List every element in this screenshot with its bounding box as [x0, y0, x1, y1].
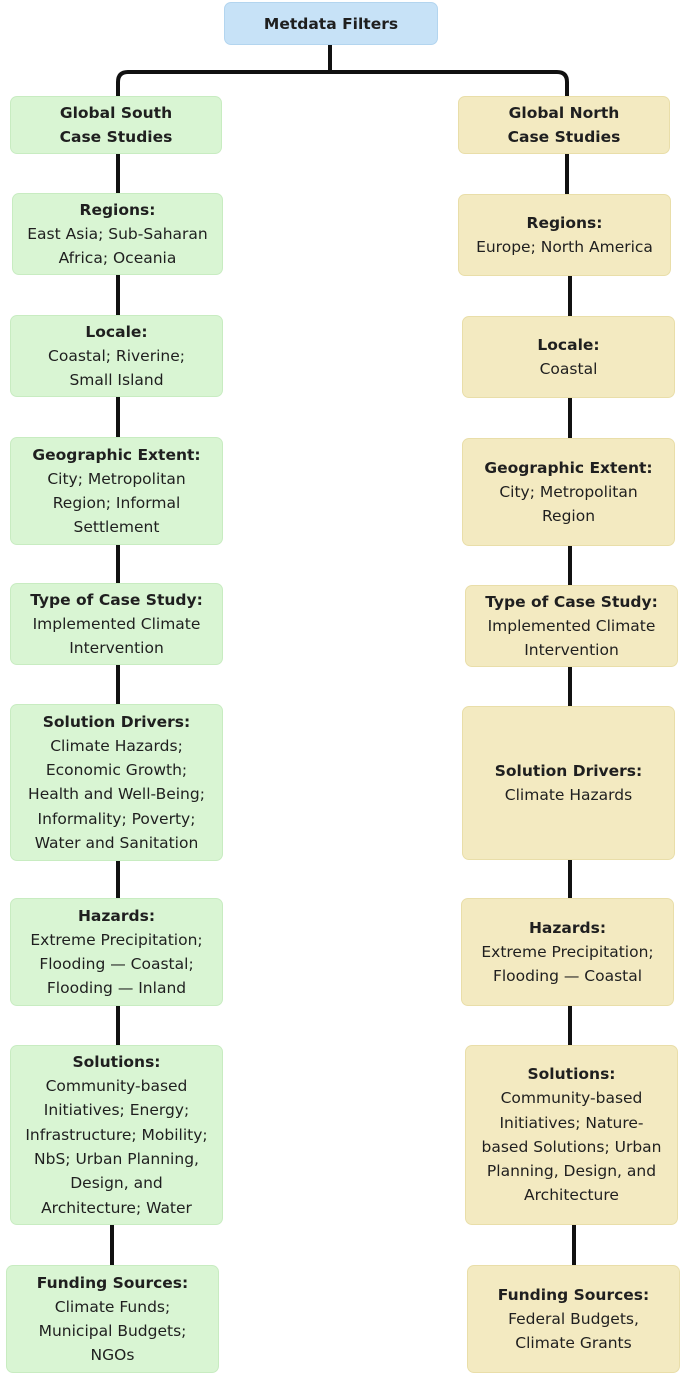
south-filter-value-line: Initiatives; Energy;	[43, 1101, 190, 1120]
south-filter-node: Locale: Coastal; Riverine; Small Island	[10, 315, 223, 397]
south-filter-value-line: Flooding — Inland	[46, 979, 187, 998]
north-filter-value-line: Europe; North America	[476, 237, 653, 256]
south-filter-value-line: Flooding — Coastal;	[39, 954, 194, 973]
north-filter-value-line: Community-based	[500, 1089, 643, 1108]
north-filter-value-line: Intervention	[524, 641, 619, 659]
south-filter-value-line: Africa; Oceania	[58, 249, 177, 267]
south-filter-value-line: Architecture; Water	[41, 1198, 192, 1217]
south-header-line2: Case Studies	[59, 128, 173, 146]
north-filter-title: Locale:	[537, 335, 600, 354]
south-filter-value-line: Climate Hazards;	[50, 736, 183, 755]
north-header-line2: Case Studies	[507, 128, 621, 146]
south-filter-value-line: Economic Growth;	[45, 761, 188, 780]
south-filter-value-line: Intervention	[69, 639, 164, 657]
south-filter-node: Funding Sources: Climate Funds; Municipal …	[6, 1265, 219, 1373]
south-filter-value-line: Extreme Precipitation;	[30, 930, 203, 949]
north-filter-title: Regions:	[526, 213, 603, 232]
south-filter-title: Solutions:	[72, 1053, 161, 1072]
south-filter-value-line: Region; Informal	[52, 493, 181, 512]
south-filter-node: Hazards: Extreme Precipitation; Flooding —…	[10, 898, 223, 1006]
south-filter-node: Solution Drivers: Climate Hazards; Economi…	[10, 704, 223, 861]
north-filter-node: Hazards: Extreme Precipitation; Flooding —…	[461, 898, 674, 1006]
south-filter-title: Hazards:	[77, 906, 156, 925]
north-filter-value-line: Initiatives; Nature-	[499, 1113, 644, 1132]
north-filter-node: Funding Sources: Federal Budgets, Climate …	[467, 1265, 680, 1373]
north-filter-value-line: Flooding — Coastal	[492, 967, 643, 985]
north-filter-value-line: Federal Budgets,	[508, 1309, 639, 1328]
south-filter-value-line: Water and Sanitation	[34, 833, 199, 852]
north-filter-value-line: Architecture	[524, 1186, 619, 1205]
south-filter-value-line: Community-based	[45, 1077, 188, 1096]
north-filter-node: Regions: Europe; North America	[458, 194, 671, 276]
north-filter-title: Solution Drivers:	[494, 761, 643, 780]
north-filter-value-line: Planning, Design, and	[486, 1162, 657, 1181]
north-filter-title: Funding Sources:	[497, 1285, 650, 1304]
south-filter-value-line: Design, and	[70, 1174, 163, 1193]
north-header-line1: Global North	[508, 104, 620, 122]
south-filter-value-line: Municipal Budgets;	[38, 1321, 187, 1340]
south-filter-title: Locale:	[85, 322, 148, 341]
north-filter-value-line: Region	[541, 507, 596, 525]
south-filter-value-line: NGOs	[90, 1346, 135, 1365]
north-filter-value-line: Climate Hazards	[504, 785, 633, 804]
north-filter-value-line: Extreme Precipitation;	[481, 942, 654, 961]
south-filter-value-line: Settlement	[73, 518, 160, 537]
north-filter-value-line: Implemented Climate	[487, 616, 656, 635]
south-filter-value-line: NbS; Urban Planning,	[34, 1150, 199, 1168]
north-filter-value-line: City; Metropolitan	[499, 482, 638, 501]
south-filter-value-line: City; Metropolitan	[47, 469, 186, 488]
north-filter-value-line: Climate Grants	[515, 1334, 632, 1352]
north-filter-title: Type of Case Study:	[485, 592, 658, 611]
south-filter-title: Regions:	[79, 200, 156, 219]
south-filter-value-line: Health and Well-Being;	[28, 785, 205, 804]
north-filter-title: Solutions:	[527, 1065, 616, 1084]
north-filter-node: Solution Drivers: Climate Hazards	[462, 706, 675, 860]
south-filter-title: Geographic Extent:	[32, 445, 201, 464]
south-filter-value-line: Climate Funds;	[54, 1297, 171, 1316]
south-filter-value-line: East Asia; Sub-Saharan	[27, 224, 208, 243]
north-filter-title: Hazards:	[528, 918, 607, 937]
south-filter-title: Solution Drivers:	[42, 712, 191, 731]
south-filter-value-line: Coastal; Riverine;	[48, 346, 185, 365]
south-filter-value-line: Infrastructure; Mobility;	[25, 1125, 208, 1144]
south-filter-title: Funding Sources:	[36, 1273, 189, 1292]
north-filter-value-line: based Solutions; Urban	[481, 1137, 662, 1156]
root-node-title: Metdata Filters	[263, 14, 399, 33]
south-filter-value-line: Informality; Poverty;	[37, 809, 196, 828]
north-filter-node: Locale: Coastal	[462, 316, 675, 398]
south-filter-value-line: Implemented Climate	[32, 614, 201, 633]
root-node-metadata-filters: Metdata Filters	[224, 2, 438, 45]
south-filter-title: Type of Case Study:	[30, 590, 203, 609]
north-filter-value-line: Coastal	[539, 359, 598, 378]
branch-line	[116, 70, 569, 98]
north-filter-title: Geographic Extent:	[484, 458, 653, 477]
south-header-line1: Global South	[59, 104, 173, 122]
south-filter-value-line: Small Island	[69, 371, 164, 389]
